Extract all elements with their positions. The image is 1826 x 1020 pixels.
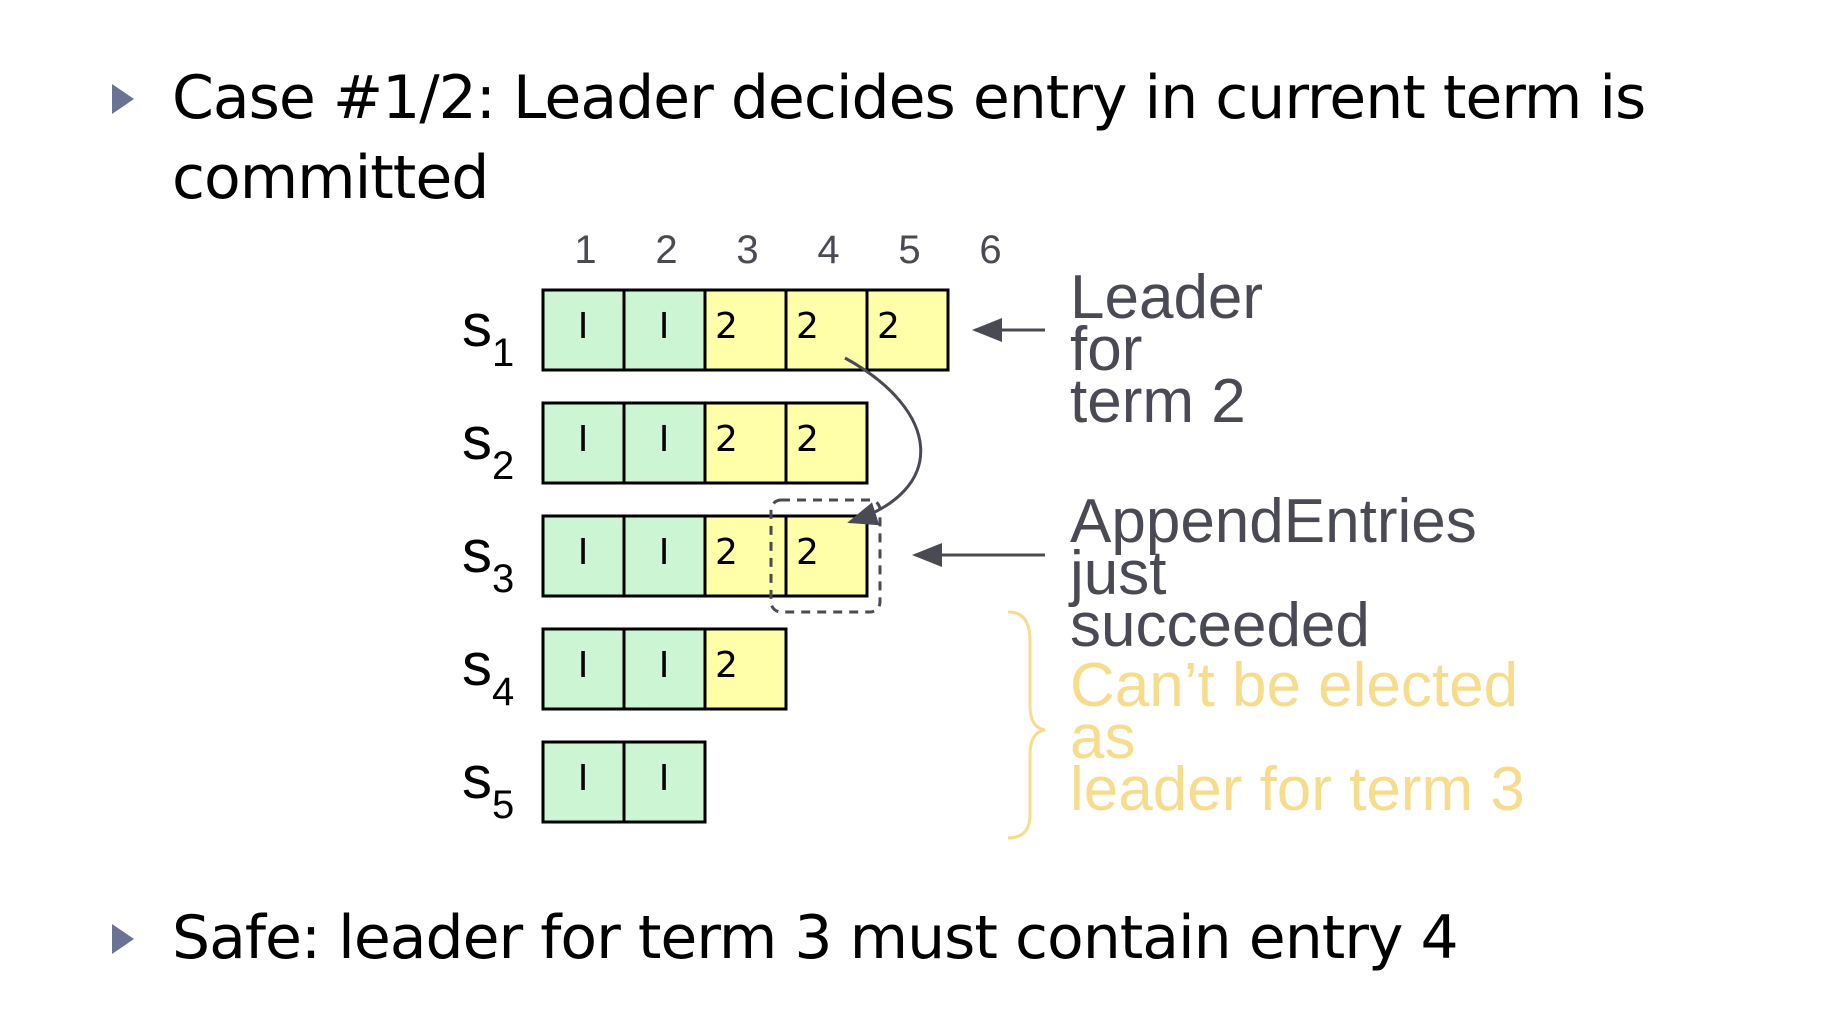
- bullet-1-line-1: Case #1/2: Leader decides entry in curre…: [172, 63, 1646, 133]
- log-entry-s3-4: [784, 514, 869, 598]
- log-entry-term-s2-1: I: [578, 419, 589, 460]
- log-entry-s4-1: [541, 627, 626, 711]
- append-annotation: AppendEntries just succeeded: [1070, 487, 1477, 660]
- log-entry-term-s1-4: 2: [796, 306, 819, 347]
- log-entry-s3-1: [541, 514, 626, 598]
- log-entry-term-s5-2: I: [659, 758, 670, 799]
- bullet-triangle-icon: [112, 924, 134, 954]
- column-index-6: 6: [979, 228, 1001, 272]
- highlight-box: [769, 498, 882, 614]
- log-entry-s5-2: [622, 740, 707, 824]
- log-entry-s4-3: [703, 627, 788, 711]
- log-entry-term-s1-2: I: [659, 306, 670, 347]
- column-index-4: 4: [817, 228, 839, 272]
- log-entry-s2-4: [784, 401, 869, 485]
- log-entry-term-s4-2: I: [659, 645, 670, 686]
- server-label-5: s5: [462, 744, 514, 827]
- leader-annotation: Leader for term 2: [1070, 263, 1264, 436]
- server-label-2: s2: [462, 405, 514, 488]
- log-entry-term-s3-3: 2: [715, 532, 738, 573]
- log-entry-term-s4-1: I: [578, 645, 589, 686]
- log-entry-s3-2: [622, 514, 707, 598]
- log-entry-term-s2-3: 2: [715, 419, 738, 460]
- log-entry-s1-5: [865, 288, 950, 372]
- column-index-labels: 1 2 3 4 5 6: [574, 228, 1001, 272]
- bullet-2-line-1: Safe: leader for term 3 must contain ent…: [172, 903, 1459, 973]
- replication-arrow: [844, 356, 923, 526]
- column-index-3: 3: [736, 228, 758, 272]
- column-index-2: 2: [655, 228, 677, 272]
- log-entry-term-s4-3: 2: [715, 645, 738, 686]
- log-entry-s2-3: [703, 401, 788, 485]
- log-entry-term-s3-4: 2: [796, 532, 819, 573]
- column-index-5: 5: [898, 228, 920, 272]
- bullet-1: Case #1/2: Leader decides entry in curre…: [112, 58, 1646, 218]
- log-entry-term-s2-2: I: [659, 419, 670, 460]
- server-label-4: s4: [462, 631, 514, 714]
- column-index-1: 1: [574, 228, 596, 272]
- log-entry-s4-2: [622, 627, 707, 711]
- log-entry-s2-1: [541, 401, 626, 485]
- log-entry-term-s5-1: I: [578, 758, 589, 799]
- log-entry-term-s1-5: 2: [877, 306, 900, 347]
- server-label-3: s3: [462, 518, 514, 601]
- log-entry-s1-1: [541, 288, 626, 372]
- bullet-2: Safe: leader for term 3 must contain ent…: [112, 898, 1459, 978]
- bullet-1-text: Case #1/2: Leader decides entry in curre…: [172, 58, 1646, 218]
- log-entry-term-s2-4: 2: [796, 419, 819, 460]
- log-entry-s2-2: [622, 401, 707, 485]
- curly-brace: [1007, 610, 1046, 840]
- log-entry-s5-1: [541, 740, 626, 824]
- server-label-1: s1: [462, 292, 514, 375]
- log-entry-term-s3-1: I: [578, 532, 589, 573]
- log-entry-term-s3-2: I: [659, 532, 670, 573]
- bullet-1-line-2: committed: [172, 143, 489, 213]
- log-entry-term-s1-1: I: [578, 306, 589, 347]
- cannot-elect-annotation: Can’t be elected as leader for term 3: [1070, 651, 1525, 824]
- log-entry-term-s1-3: 2: [715, 306, 738, 347]
- bullet-triangle-icon: [112, 84, 134, 114]
